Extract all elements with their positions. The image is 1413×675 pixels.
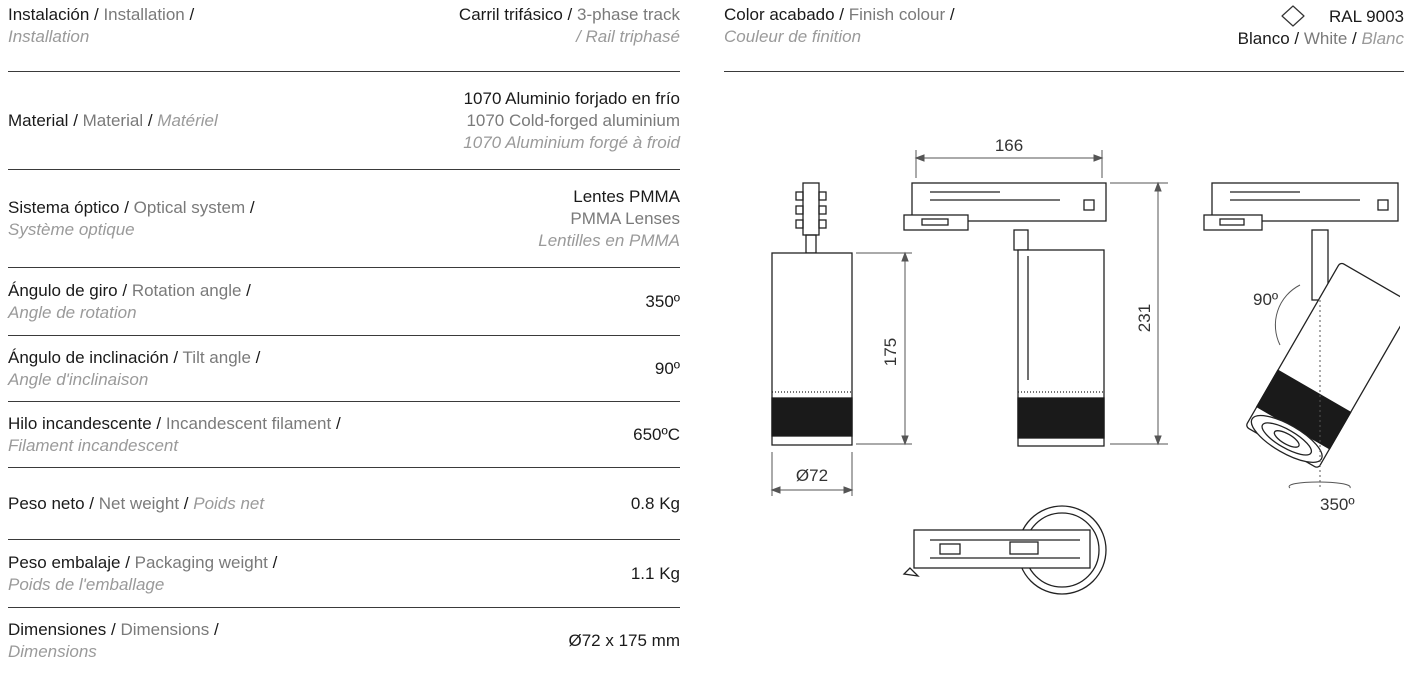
spec-label: Peso embalaje / Packaging weight / Poids…	[8, 552, 278, 594]
label-es: Peso embalaje	[8, 552, 121, 572]
label-es: Color acabado	[724, 5, 835, 24]
label-es: Material	[8, 110, 69, 130]
label-es: Hilo incandescente	[8, 413, 152, 433]
spec-value: 350º	[645, 291, 680, 311]
diameter-label: Ø72	[796, 466, 828, 485]
body-dimension-label: 175	[881, 338, 900, 366]
value-en: 3-phase track	[577, 5, 680, 24]
spec-row-installation: Instalación / Installation / Installatio…	[8, 0, 680, 72]
value-es: 1070 Aluminio forjado en frío	[463, 88, 680, 108]
label-es: Peso neto	[8, 493, 85, 513]
spec-value: 0.8 Kg	[630, 493, 680, 513]
value-fr: 1070 Aluminium forgé à froid	[463, 132, 680, 152]
label-fr: Matériel	[157, 110, 218, 130]
label-fr: Installation	[8, 27, 90, 46]
spec-label: Instalación / Installation / Installatio…	[8, 5, 195, 46]
spec-row-optical-system: Sistema óptico / Optical system / Systèm…	[8, 170, 680, 268]
value-en: 1070 Cold-forged aluminium	[466, 110, 680, 130]
label-en: Net weight	[98, 493, 180, 513]
value-fr: / Rail triphasé	[576, 27, 680, 46]
spec-row-filament: Hilo incandescente / Incandescent filame…	[8, 402, 680, 468]
label-fr: Dimensions	[8, 642, 97, 661]
height-dimension-label: 231	[1135, 304, 1154, 332]
spec-value: 1070 Aluminio forjado en frío 1070 Cold-…	[463, 88, 680, 154]
tilt-angle-label: 90º	[1253, 290, 1278, 309]
label-es: Ángulo de giro	[8, 280, 118, 300]
label-fr: Angle de rotation	[8, 302, 137, 322]
value-es: Carril trifásico	[458, 5, 563, 24]
label-es: Ángulo de inclinación	[8, 347, 169, 367]
spec-value: Lentes PMMA PMMA Lenses Lentilles en PMM…	[538, 186, 680, 252]
label-fr: Poids net	[193, 493, 265, 513]
spec-row-packaging-weight: Peso embalaje / Packaging weight / Poids…	[8, 540, 680, 608]
label-fr: Angle d'inclinaison	[8, 369, 149, 389]
finish-colour-row: Color acabado / Finish colour / Couleur …	[724, 0, 1404, 72]
label-en: Rotation angle	[131, 280, 242, 300]
width-dimension-label: 166	[995, 136, 1023, 155]
finish-label: Color acabado / Finish colour / Couleur …	[724, 5, 955, 46]
spec-label: Sistema óptico / Optical system / Systèm…	[8, 197, 255, 239]
color-fr: Blanc	[1361, 29, 1404, 48]
spec-label: Dimensiones / Dimensions / Dimensions	[8, 620, 219, 661]
label-fr: Poids de l'emballage	[8, 574, 165, 594]
label-en: Optical system	[133, 197, 246, 217]
spec-value: Ø72 x 175 mm	[568, 631, 681, 650]
color-es: Blanco	[1237, 29, 1290, 48]
label-fr: Système optique	[8, 219, 135, 239]
side-view-body	[771, 252, 853, 446]
tilted-view-adapter	[1203, 182, 1399, 301]
spec-value: 90º	[654, 358, 680, 378]
spec-value: Carril trifásico / 3-phase track / Rail …	[458, 5, 680, 46]
front-view-adapter	[903, 182, 1107, 251]
finish-value: RAL 9003 Blanco / White / Blanc	[1238, 4, 1404, 50]
label-fr: Filament incandescent	[8, 435, 179, 455]
ral-code: RAL 9003	[1329, 7, 1404, 26]
label-en: Tilt angle	[182, 347, 251, 367]
spec-row-net-weight: Peso neto / Net weight / Poids net 0.8 K…	[8, 468, 680, 540]
label-es: Dimensiones	[8, 620, 107, 639]
spec-label: Ángulo de inclinación / Tilt angle / Ang…	[8, 347, 261, 389]
label-es: Instalación	[8, 5, 90, 24]
label-en: Material	[82, 110, 144, 130]
spec-row-material: Material / Material / Matériel 1070 Alum…	[8, 72, 680, 170]
spec-label: Material / Material / Matériel	[8, 110, 218, 130]
value-es: Lentes PMMA	[573, 186, 680, 206]
front-view-body	[1017, 249, 1105, 447]
label-en: Incandescent filament	[165, 413, 332, 433]
technical-drawing: 166 231 175 Ø72 90º 350º	[770, 136, 1400, 595]
color-en: White	[1303, 29, 1348, 48]
value-en: PMMA Lenses	[570, 208, 680, 228]
spec-value: 650ºC	[633, 424, 680, 444]
label-en: Finish colour	[848, 5, 946, 24]
top-view	[902, 505, 1107, 595]
value-fr: Lentilles en PMMA	[538, 230, 680, 250]
label-en: Dimensions	[120, 620, 210, 639]
tilted-view-body	[1246, 262, 1400, 468]
side-view-adapter	[795, 182, 827, 254]
spec-row-rotation-angle: Ángulo de giro / Rotation angle / Angle …	[8, 268, 680, 336]
label-fr: Couleur de finition	[724, 27, 862, 46]
rotation-angle-label: 350º	[1320, 495, 1355, 514]
spec-row-tilt-angle: Ángulo de inclinación / Tilt angle / Ang…	[8, 336, 680, 402]
spec-label: Peso neto / Net weight / Poids net	[8, 493, 265, 513]
spec-label: Ángulo de giro / Rotation angle / Angle …	[8, 280, 251, 322]
label-en: Packaging weight	[134, 552, 268, 572]
spec-value: 1.1 Kg	[630, 563, 680, 583]
spec-row-dimensions: Dimensiones / Dimensions / Dimensions Ø7…	[8, 608, 680, 674]
spec-label: Hilo incandescente / Incandescent filame…	[8, 413, 341, 455]
label-en: Installation	[103, 5, 185, 24]
white-swatch-icon	[1281, 5, 1305, 27]
label-es: Sistema óptico	[8, 197, 120, 217]
